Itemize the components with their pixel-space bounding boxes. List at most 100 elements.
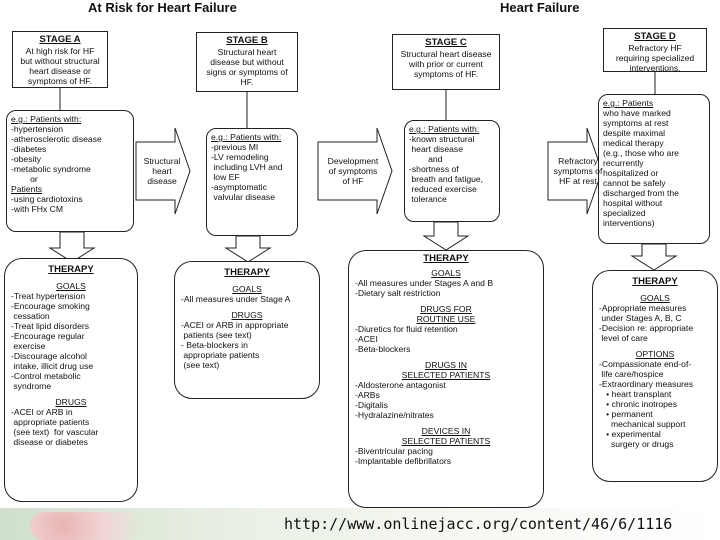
transition-ab-text: heart — [152, 166, 172, 176]
therapy-c-selected-item: -Aldosterone antagonist — [355, 380, 446, 390]
therapy-a-goal: -Control metabolic — [11, 371, 81, 381]
therapy-a-title: THERAPY — [48, 264, 94, 275]
stage-a-line: symptoms of HF. — [28, 76, 92, 86]
patients-b-item: including LVH and — [211, 162, 283, 172]
patients-c-item: breath and fatigue, — [409, 174, 484, 184]
patients-d-item: who have marked — [603, 108, 671, 118]
therapy-d-option: mechanical support — [599, 419, 686, 429]
therapy-c-goal: -Dietary salt restriction — [355, 288, 441, 298]
transition-bc-label: Development of symptoms of HF — [320, 156, 386, 186]
patients-b-item: -asymptomatic — [211, 182, 267, 192]
patients-c-item: -shortness of — [409, 164, 459, 174]
stage-d-box: STAGE D Refractory HF requiring speciali… — [603, 28, 707, 73]
therapy-a-goal: -Discourage alcohol — [11, 351, 87, 361]
therapy-c-selected-heading-line: SELECTED PATIENTS — [401, 370, 491, 380]
patients-c-heading: e.g.: Patients with: — [409, 124, 480, 134]
header-at-risk: At Risk for Heart Failure — [88, 0, 237, 15]
patients-b-box: e.g.: Patients with: -previous MI -LV re… — [206, 128, 298, 236]
therapy-c-goals-heading: GOALS — [431, 268, 461, 278]
patients-a-subheading: Patients — [11, 184, 43, 194]
source-url[interactable]: http://www.onlinejacc.org/content/46/6/1… — [284, 515, 673, 533]
patients-d-heading: e.g.: Patients — [603, 98, 654, 108]
therapy-d-option: life care/hospice — [599, 369, 664, 379]
transition-cd-text: symptoms of — [553, 166, 603, 176]
patients-c-item: and — [409, 154, 443, 164]
therapy-a-goal: -Treat hypertension — [11, 291, 86, 301]
therapy-c-selected-item: -Digitalis — [355, 400, 388, 410]
therapy-c-devices-heading-line: DEVICES IN — [421, 426, 471, 436]
stage-c-box: STAGE C Structural heart disease with pr… — [392, 34, 500, 90]
patients-a-item: -atherosclerotic disease — [11, 134, 102, 144]
therapy-a-goal: -Treat lipid disorders — [11, 321, 90, 331]
therapy-b-drug: patients (see text) — [181, 330, 252, 340]
patients-d-item: hospitalized or — [603, 168, 659, 178]
therapy-b-goal: -All measures under Stage A — [181, 294, 291, 304]
patients-a-item: -obesity — [11, 154, 42, 164]
therapy-c-devices-heading-line: SELECTED PATIENTS — [401, 436, 491, 446]
transition-ab-text: disease — [147, 176, 177, 186]
transition-ab-text: Structural — [143, 156, 181, 166]
decorative-blob — [30, 512, 140, 540]
stage-c-line: symptoms of HF. — [414, 69, 478, 79]
therapy-c-routine-item: -Diuretics for fluid retention — [355, 324, 458, 334]
transition-bc-text: of HF — [342, 176, 364, 186]
patients-d-item: interventions) — [603, 218, 655, 228]
therapy-b-drug: (see text) — [181, 360, 220, 370]
patients-d-box: e.g.: Patients who have marked symptoms … — [598, 94, 710, 244]
therapy-c-devices-heading: DEVICES IN SELECTED PATIENTS — [355, 426, 537, 446]
patients-b-item: low EF — [211, 172, 240, 182]
patients-a-item: -hypertension — [11, 124, 64, 134]
therapy-a-drug: -ACEI or ARB in — [11, 407, 73, 417]
therapy-a-goal: -Encourage regular — [11, 331, 85, 341]
arrow-down-d — [630, 243, 678, 271]
stage-d-line: Refractory HF — [628, 43, 682, 53]
transition-cd-label: Refractory symptoms of HF at rest — [550, 156, 606, 186]
patients-a-item: or — [11, 174, 38, 184]
therapy-a-goals-heading: GOALS — [56, 281, 86, 291]
stage-a-line: heart disease or — [29, 66, 91, 76]
therapy-d-option: • heart transplant — [599, 389, 672, 399]
therapy-b-drugs-heading: DRUGS — [231, 310, 263, 320]
therapy-d-goal: level of care — [599, 333, 648, 343]
patients-c-item: tolerance — [409, 194, 447, 204]
therapy-c-routine-item: -Beta-blockers — [355, 344, 411, 354]
patients-d-item: specialized — [603, 208, 646, 218]
therapy-c-routine-heading: DRUGS FOR ROUTINE USE — [355, 304, 537, 324]
transition-cd-text: HF at rest — [559, 176, 597, 186]
patients-a-item: -diabetes — [11, 144, 47, 154]
therapy-d-option: surgery or drugs — [599, 439, 674, 449]
stage-c-line: Structural heart disease — [400, 49, 492, 59]
stage-b-line: disease but without — [210, 57, 284, 67]
stage-d-line: requiring specialized — [615, 53, 695, 63]
therapy-d-option: • chronic inotropes — [599, 399, 678, 409]
patients-a-heading: e.g.: Patients with: — [11, 114, 82, 124]
stage-b-box: STAGE B Structural heart disease but wit… — [196, 32, 298, 92]
therapy-c-routine-heading-line: ROUTINE USE — [416, 314, 476, 324]
patients-d-item: cannot be safely — [603, 178, 666, 188]
therapy-d-title: THERAPY — [632, 276, 678, 287]
therapy-b-box: THERAPY GOALS -All measures under Stage … — [174, 261, 320, 399]
arrow-transition-cd — [547, 127, 603, 215]
patients-d-item: recurrently — [603, 158, 644, 168]
stage-d-line: interventions. — [629, 63, 681, 73]
stage-c-title: STAGE C — [425, 37, 467, 48]
arrow-down-c — [422, 221, 470, 251]
patients-a-item: -with FHx CM — [11, 204, 64, 214]
therapy-a-goal: cessation — [11, 311, 50, 321]
therapy-c-device-item: -Implantable defibrillators — [355, 456, 452, 466]
therapy-a-drug: disease or diabetes — [11, 437, 88, 447]
arrow-down-a — [48, 231, 96, 263]
therapy-d-goal: under Stages A, B, C — [599, 313, 682, 323]
stage-b-line: HF. — [240, 77, 254, 87]
therapy-b-drug: -ACEI or ARB in appropriate — [181, 320, 289, 330]
therapy-d-box: THERAPY GOALS -Appropriate measures unde… — [592, 270, 718, 482]
therapy-c-routine-item: -ACEI — [355, 334, 378, 344]
patients-d-item: (e.g., those who are — [603, 148, 679, 158]
therapy-d-option: • experimental — [599, 429, 661, 439]
stage-b-title: STAGE B — [226, 35, 268, 46]
stage-b-line: signs or symptoms of — [206, 67, 288, 77]
patients-c-item: -known structural — [409, 134, 475, 144]
therapy-b-drug: appropriate patients — [181, 350, 260, 360]
therapy-a-goal: exercise — [11, 341, 46, 351]
